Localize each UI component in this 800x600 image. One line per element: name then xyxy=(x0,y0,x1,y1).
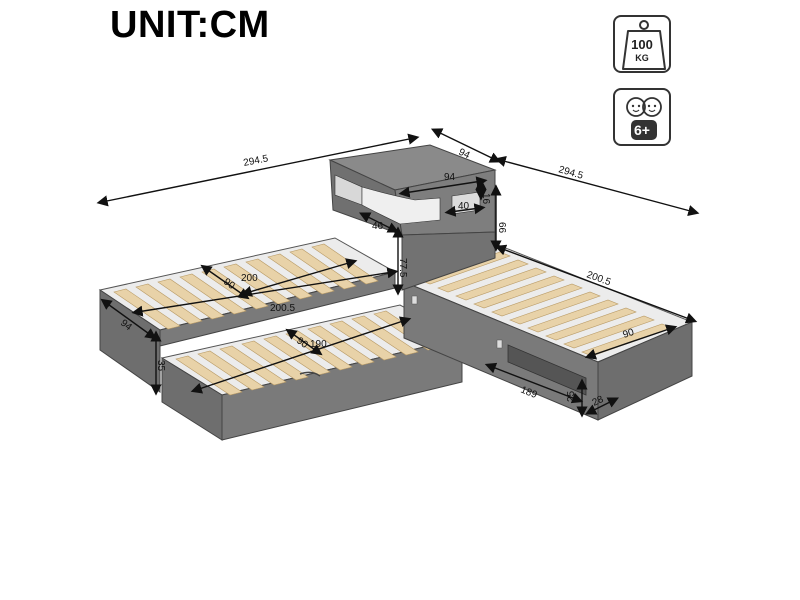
dim-shelf-inner-h: 16 xyxy=(480,193,491,205)
dimension-lines xyxy=(96,128,700,418)
dim-left-bed-height: 35 xyxy=(155,360,166,372)
children-age-icon xyxy=(626,97,662,140)
dim-shelf-width: 94 xyxy=(444,172,456,183)
weight-value: 100 xyxy=(631,37,653,52)
drawer-knob xyxy=(496,339,503,349)
dim-shelf-inner-w: 40 xyxy=(458,201,470,212)
dim-left-outer-l: 200.5 xyxy=(270,303,295,314)
dim-trundle-l: 190 xyxy=(310,339,327,350)
dim-shelf-depth: 46 xyxy=(372,221,384,232)
weight-capacity-badge: 100 KG xyxy=(613,15,671,73)
dim-overall-left: 294.5 xyxy=(242,153,269,169)
age-badge: 6+ xyxy=(613,88,671,146)
weight-icon xyxy=(622,20,666,70)
drawer-knob xyxy=(411,295,418,305)
dim-corner-depth: 94 xyxy=(457,147,472,162)
dim-corner-height: 66 xyxy=(496,222,507,234)
dim-left-inner-l: 200 xyxy=(241,273,258,284)
weight-unit: KG xyxy=(635,53,649,63)
dim-drawer-h: 25 xyxy=(566,390,577,402)
dim-right-bed-w: 90 xyxy=(622,327,636,341)
dim-mid-height: 77.5 xyxy=(397,258,408,278)
unit-label: UNIT:CM xyxy=(110,4,270,46)
dim-drawer-d: 28 xyxy=(591,394,606,409)
age-value: 6+ xyxy=(634,122,650,138)
